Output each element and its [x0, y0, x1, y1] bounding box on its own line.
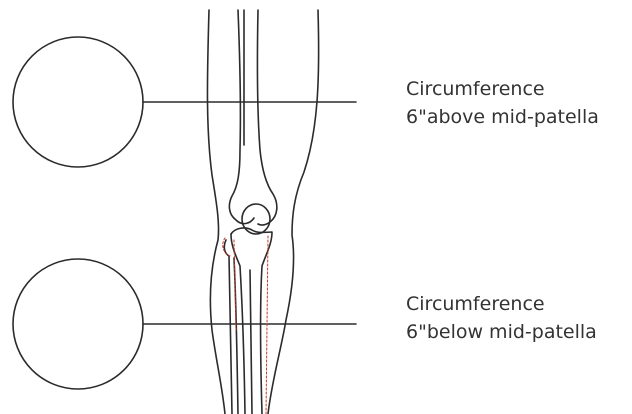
below-patella-detail: 6"below mid-patella	[406, 318, 597, 346]
above-patella-title: Circumference	[406, 75, 599, 103]
fibula-bone	[224, 240, 238, 414]
patella-bone	[242, 204, 270, 234]
above-patella-input-circle[interactable]	[13, 37, 143, 167]
above-patella-detail: 6"above mid-patella	[406, 103, 599, 131]
femur-bone	[229, 10, 276, 225]
below-patella-label: Circumference 6"below mid-patella	[406, 290, 597, 346]
below-patella-input-circle[interactable]	[13, 259, 143, 389]
below-patella-title: Circumference	[406, 290, 597, 318]
above-patella-label: Circumference 6"above mid-patella	[406, 75, 599, 131]
leg-outline	[207, 10, 318, 414]
